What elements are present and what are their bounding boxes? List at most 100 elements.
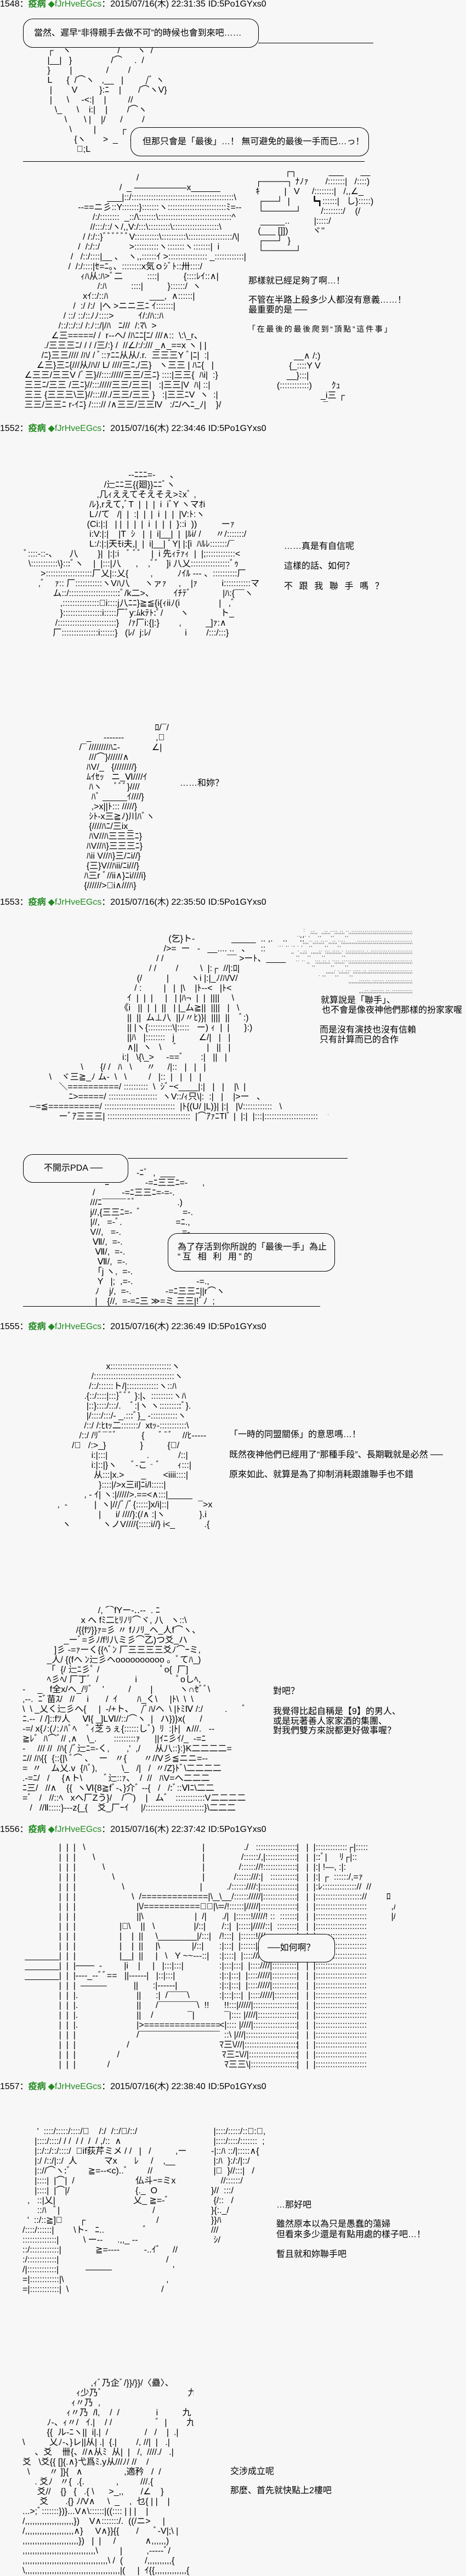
post-number[interactable]: 1556 [0,1825,20,1834]
post-datetime: 2015/07/16(木) 22:38:40 [110,2082,206,2091]
dialogue-line: 交涉成立呢 [230,2467,275,2476]
poster-id: ID:5Po1GYxs0 [208,0,266,9]
header-separator: ： [19,424,29,433]
aa-corridor-middle: ./ ::::::::::::::::::: /::::::/,|:::::::… [219,1843,298,2069]
dialogue-line: 對我們雙方來說都更好做事喔？ [273,1726,396,1735]
bubble-text: 為了存活到你所說的「最後一手」為止 [178,1242,327,1252]
poster-trip: ◆fJrHveEGcs [48,898,102,907]
header-separator: ： [101,1825,111,1834]
dialogue-line: 我覺得比起自稱是【9】的男人、 [273,1707,401,1716]
aa-character: ,ｨﾞ乃企ﾞ/}}/}}/〈蠱〉、 ｨ少乃ﾞ 九 ｨ〃乃 , 九 ｨ〃乃 /l,… [22,2379,194,2575]
poster-trip: ◆fJrHveEGcs [48,2082,102,2091]
aa-speed-lines: : .. .. .... .. .. .....................… [278,928,413,997]
post-datetime: 2015/07/16(木) 22:35:50 [110,898,206,907]
dialogue-line: 而是沒有演技也沒有信賴 [320,1025,417,1035]
dialogue-line: 就算說是「聯手」、 [321,996,396,1005]
speech-bubble: 當然、遲早“非得親手去做不可”的時候也會到來吧…… [23,19,259,48]
aa-bird: -ﾆﾞ , ___ ﾆﾞ -=ﾆ三三ﾆ=- , / -=ﾆ三三ﾆ=-=-. //… [90,1168,225,1306]
aa-character-right: |::::/:::::/::ﾞ:ﾞ, |::::/::::/::::::: ; … [211,2127,266,2245]
dialogue-line: 也不會是像夜神他們那樣的扮家家喔 [322,1006,463,1015]
aa-small-figure: __∧ /:) {_::::Y V __}:::| (::::::::::::)… [277,351,345,410]
panel-divider [23,1306,320,1307]
bubble-tail-line [128,1158,348,1159]
speech-bubble: 為了存活到你所說的「最後一手」為止 “互 相 利 用”的 [168,1233,335,1272]
post-datetime: 2015/07/16(木) 22:31:35 [110,0,206,9]
dialogue-line: 但看來多少還是有點用處的樣子吧…！ [276,2230,426,2239]
dialogue-line: ……和妳？ [180,779,224,788]
poster-name: 疫病 [28,424,46,433]
post-number[interactable]: 1548 [0,0,20,9]
speech-bubble: 但那只會是「最後」…！ 無可避免的最後一手而已…っ！ [130,127,369,156]
dialogue-line: 只有計算而已的合作 [320,1035,399,1045]
header-separator: ： [101,0,111,9]
dialogue-line: 那麼、首先就快點上2樓吧 [230,2486,332,2495]
header-separator: ： [101,2082,111,2091]
poster-trip: ◆fJrHveEGcs [48,0,102,9]
dialogue-line: 原來如此、就算是為了抑制消耗跟誰聯手也不錯 [229,1470,414,1479]
aa-character: ﾛ/¯/ _ ------- ,ﾞ /¯ ////////ﾊﾆ- ∠| ///⌒… [79,723,169,890]
header-separator: ： [101,424,111,433]
aa-character: / / _ ――――――x______ ___|::/:::::::::::::… [24,173,246,410]
poster-trip: ◆fJrHveEGcs [48,1322,102,1331]
post-number[interactable]: 1553 [0,898,20,907]
aa-character-left: ' ::::/:::::/::::/ﾞ /:/ /::/ﾞ/::/ |::::/… [22,2127,187,2294]
post-header-1557: 1557：疫病◆fJrHveEGcs：2015/07/16(木) 22:38:4… [0,2082,266,2092]
poster-name: 疫病 [28,2082,46,2091]
post-header-1548: 1548：疫病◆fJrHveEGcs：2015/07/16(木) 22:31:3… [0,0,266,9]
aa-corridor-left: | | | \ | | | | \ | | | | \ [25,1843,220,2069]
dialogue-line: 「一時的同盟關係」的意思嗎…！ [229,1430,361,1439]
post-number[interactable]: 1552 [0,424,20,433]
post-datetime: 2015/07/16(木) 22:36:49 [110,1322,206,1331]
bubble-text: “互 相 利 用”的 [178,1252,254,1262]
aa-character: x:::::::::::::::::::::::::ヽ /:::::::::::… [57,1362,213,1529]
aa-character: /, ⌒fYー‐‥‐- . ﾆ x へ fﾐ二ﾋﾘﾉﾘ⌒ヾ, 八 ヽ::\ /{… [22,1606,247,1813]
header-separator: ： [19,2082,29,2091]
dialogue-line: 暫且就和妳聯手吧 [276,2250,347,2259]
poster-name: 疫病 [28,0,46,9]
bubble-text: 不開示PDA ── [44,1164,103,1173]
post-header-1553: 1553：疫病◆fJrHveEGcs：2015/07/16(木) 22:35:5… [0,898,266,907]
dialogue-line: 雖然原本以為只是愚蠢的蕩婦 [276,2220,391,2229]
panel-divider [23,161,365,162]
poster-name: 疫病 [28,1825,46,1834]
post-number[interactable]: 1555 [0,1322,20,1331]
aa-character: (乞}ト- _____ .. ,. .. :: />= ー - __.... .… [30,934,328,1121]
dialogue-line: 對吧？ [273,1687,300,1696]
dialogue-line: 這樣的話、如何？ [284,561,355,571]
poster-trip: ◆fJrHveEGcs [48,1825,102,1834]
post-datetime: 2015/07/16(木) 22:34:46 [110,424,206,433]
post-header-1552: 1552：疫病◆fJrHveEGcs：2015/07/16(木) 22:34:4… [0,424,266,434]
poster-name: 疫病 [28,898,46,907]
dialogue-line: 最重要的是 ── [248,305,308,315]
header-separator: ： [19,898,29,907]
dialogue-line-emphasis: 不 跟 我 聯 手 嗎 ？ [284,582,386,591]
aa-hands: ┌⌒ヽ / ヽ / |__| } /⌒ . / } | / / L { /⌒ヽ … [47,46,167,154]
post-number[interactable]: 1557 [0,2082,20,2091]
post-header-1556: 1556：疫病◆fJrHveEGcs：2015/07/16(木) 22:37:4… [0,1825,266,1835]
dialogue-line: 那樣就已經足夠了啊…！ [248,276,345,286]
speech-bubble: 不開示PDA ── [23,1154,128,1183]
post-header-1555: 1555：疫病◆fJrHveEGcs：2015/07/16(木) 22:36:4… [0,1322,266,1332]
dialogue-line: 不管在半路上殺多少人都沒有意義……！ [248,296,407,305]
post-datetime: 2015/07/16(木) 22:37:42 [110,1825,206,1834]
dialogue-line-emphasis: 「在最後的最後爬到“頂點”這件事」 [248,325,394,333]
dialogue-line: 既然夜神他們已經用了“那種手段”、長期戰就是必然 ── [229,1450,443,1460]
aa-corridor-right: | | |:::::::::::::┌|::::: | | |::ﾞ| ﾘ┌|:… [297,1843,395,2069]
poster-name: 疫病 [28,1322,46,1331]
poster-trip: ◆fJrHveEGcs [48,424,102,433]
poster-id: ID:5Po1GYxs0 [208,1825,266,1834]
bubble-text: 但那只會是「最後」…！ 無可避免的最後一手而已…っ！ [143,137,365,146]
dialogue-line: 或是玩著善人家家酒的集團、 [273,1717,388,1726]
dialogue-line: ……真是有自信呢 [284,542,355,551]
poster-id: ID:5Po1GYxs0 [208,2082,266,2091]
dialogue-line: …那好吧 [276,2200,312,2210]
bubble-text: ──如何啊？ [268,1943,315,1953]
header-separator: ： [101,1322,111,1331]
poster-id: ID:5Po1GYxs0 [208,898,266,907]
speech-bubble: ──如何啊？ [258,1934,335,1962]
poster-id: ID:5Po1GYxs0 [208,1322,266,1331]
aa-sound-effect: ┌┐ ___ __ ┌────┐ ﾅﾉｧ /:::::::| /::::) ｷ … [255,167,374,256]
header-separator: ： [101,898,111,907]
header-separator: ： [19,1322,29,1331]
